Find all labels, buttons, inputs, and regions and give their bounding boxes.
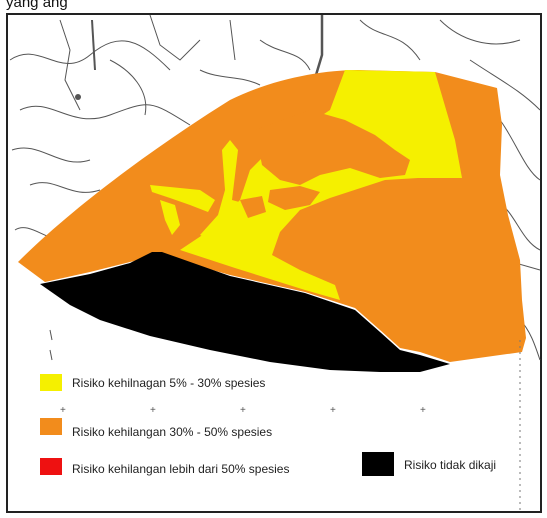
legend-label-low-risk: Risiko kehilnagan 5% - 30% spesies: [72, 376, 266, 390]
svg-text:+: +: [60, 405, 66, 416]
svg-text:+: +: [420, 405, 426, 416]
black-region: [40, 252, 450, 372]
black-swatch-icon: [362, 452, 394, 476]
svg-text:+: +: [240, 405, 246, 416]
orange-island: [255, 110, 410, 185]
orange-island: [240, 196, 266, 218]
svg-text:+: +: [330, 405, 336, 416]
top-caption: yang ang: [6, 0, 68, 11]
base-map-lines: [9, 14, 541, 361]
map-marker: [75, 94, 81, 100]
orange-island: [268, 186, 320, 210]
legend-label-mid-risk: Risiko kehilangan 30% - 50% spesies: [72, 425, 273, 439]
map-frame: [6, 13, 542, 513]
orange-swatch-icon: [40, 418, 62, 435]
yellow-channel: [160, 200, 180, 235]
svg-text:+: +: [150, 405, 156, 416]
legend-label-not-assessed: Risiko tidak dikaji: [404, 458, 497, 472]
yellow-region: [180, 70, 462, 300]
legend-label-high-risk: Risiko kehilangan lebih dari 50% spesies: [72, 462, 290, 476]
yellow-channel: [150, 185, 215, 212]
yellow-channel: [200, 140, 250, 240]
yellow-swatch-icon: [40, 374, 62, 391]
red-swatch-icon: [40, 458, 62, 475]
grid-marks: + + + + +: [60, 405, 426, 416]
